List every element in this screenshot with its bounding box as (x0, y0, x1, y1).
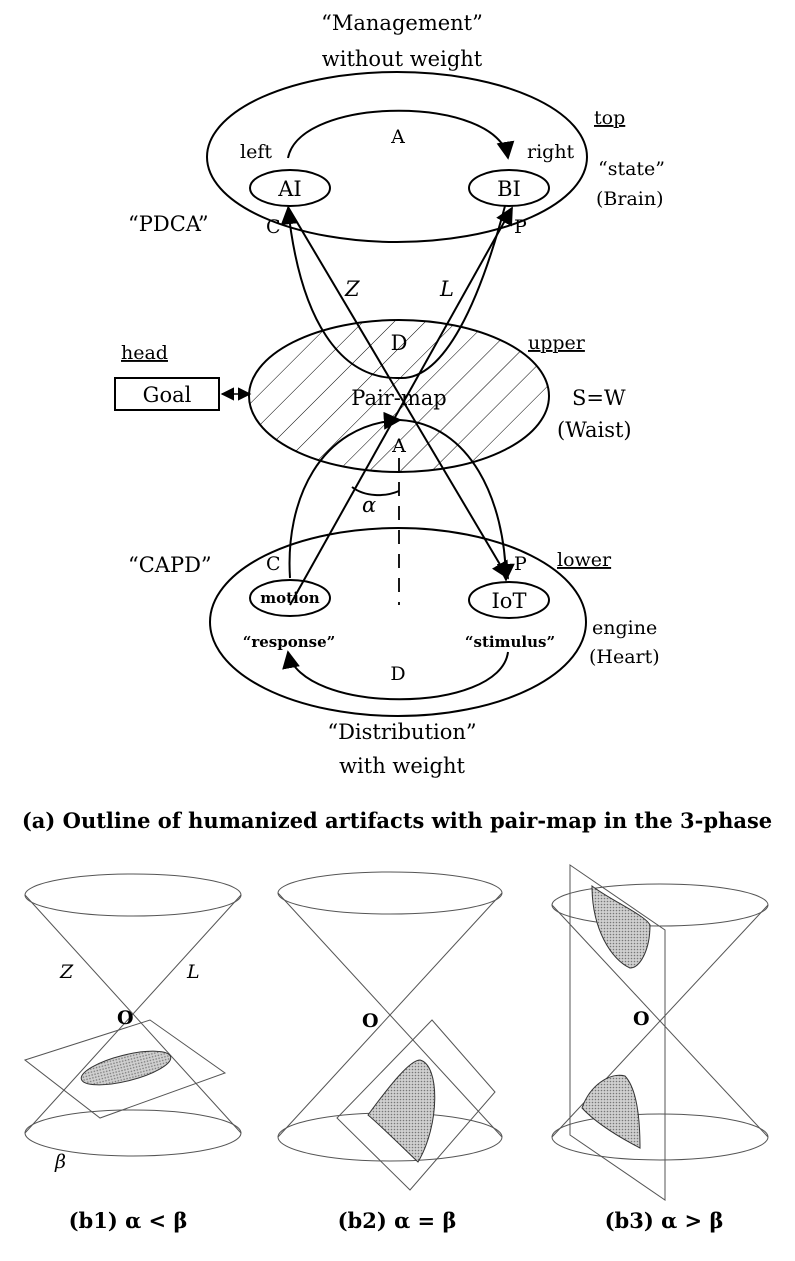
d-label-bottom: D (390, 663, 405, 685)
arc-top-a (287, 109, 515, 160)
p-top-label: P (514, 216, 527, 238)
cone-b1 (23, 873, 242, 1157)
response-label: “response” (243, 633, 336, 651)
bi-node-label: BI (497, 177, 521, 201)
caption-b2: (b2) α = β (338, 1208, 457, 1233)
cone-b3-top-rim (551, 883, 769, 927)
caption-b3: (b3) α > β (605, 1208, 724, 1233)
stimulus-label: “stimulus” (465, 633, 555, 651)
cone-z-label: Z (59, 961, 74, 983)
lower-label: lower (557, 549, 612, 571)
a-label-middle: A (391, 435, 406, 457)
cone-b2 (277, 871, 503, 1191)
cone-b3-plane (569, 864, 666, 1201)
cone-b1-right-generator (24, 894, 242, 1134)
cone-b2-top-rim (277, 871, 503, 915)
upper-label: upper (528, 332, 586, 354)
alpha-label: α (362, 493, 376, 517)
distribution-title: “Distribution” (327, 720, 476, 744)
state-label: “state” (598, 158, 665, 180)
pdca-label: “PDCA” (128, 212, 209, 236)
c-top-label: C (266, 216, 281, 238)
bottom-ellipse (209, 527, 587, 717)
p-bottom-label: P (514, 553, 527, 575)
cone-b1-top-rim (24, 873, 242, 917)
cone-b2-o: O (362, 1010, 379, 1032)
cone-b1-bottom-rim (24, 1109, 242, 1157)
right-label: right (527, 141, 575, 163)
cone-b2-section (367, 1059, 436, 1163)
motion-node-label: motion (260, 589, 320, 607)
cone-b3-o: O (633, 1008, 650, 1030)
cone-b3 (551, 864, 769, 1201)
cone-b1-plane (23, 1019, 227, 1119)
cone-b3-section-bottom (581, 1074, 641, 1149)
beta-label: β (54, 1151, 66, 1173)
management-subtitle: without weight (322, 47, 483, 71)
cone-l-label: L (186, 961, 200, 983)
heart-label: (Heart) (589, 646, 660, 668)
loop-d-top (280, 205, 506, 380)
cone-b1-section (80, 1050, 172, 1086)
cone-b2-plane (336, 1019, 496, 1191)
top-ellipse (206, 71, 588, 243)
caption-a: (a) Outline of humanized artifacts with … (22, 808, 772, 833)
arc-bottom-d (282, 650, 509, 701)
brain-label: (Brain) (596, 188, 664, 210)
cone-b3-bottom-rim (551, 1113, 769, 1161)
waist-label: (Waist) (557, 418, 632, 442)
arc-a-top: A (390, 126, 405, 148)
c-bottom-label: C (266, 553, 281, 575)
caption-b1: (b1) α < β (69, 1208, 188, 1233)
line-z (289, 206, 513, 606)
goal-box (114, 377, 220, 411)
line-l (287, 206, 509, 580)
cone-b3-section-top (591, 884, 651, 969)
iot-node (468, 581, 550, 619)
iot-node-label: IoT (492, 589, 527, 613)
motion-node (249, 579, 331, 617)
top-label: top (594, 107, 625, 129)
loop-a-bottom (288, 411, 402, 579)
l-label: L (439, 277, 454, 301)
distribution-subtitle: with weight (339, 754, 465, 778)
management-title: “Management” (321, 11, 483, 35)
ai-node (249, 169, 331, 207)
capd-label: “CAPD” (128, 553, 212, 577)
left-label: left (240, 141, 272, 163)
bi-node (468, 169, 550, 207)
alpha-arc (351, 486, 400, 497)
sw-label: S=W (572, 386, 626, 410)
cone-b2-right-generator (277, 892, 503, 1138)
ai-node-label: AI (277, 177, 301, 201)
pair-map-label: Pair-map (351, 386, 446, 410)
d-label-middle: D (391, 331, 408, 355)
loop-a-bottom-right (399, 419, 515, 582)
head-label: head (121, 342, 168, 364)
z-label: Z (344, 277, 360, 301)
cone-b1-o: O (117, 1007, 134, 1029)
engine-label: engine (592, 617, 657, 639)
goal-label: Goal (143, 383, 192, 407)
